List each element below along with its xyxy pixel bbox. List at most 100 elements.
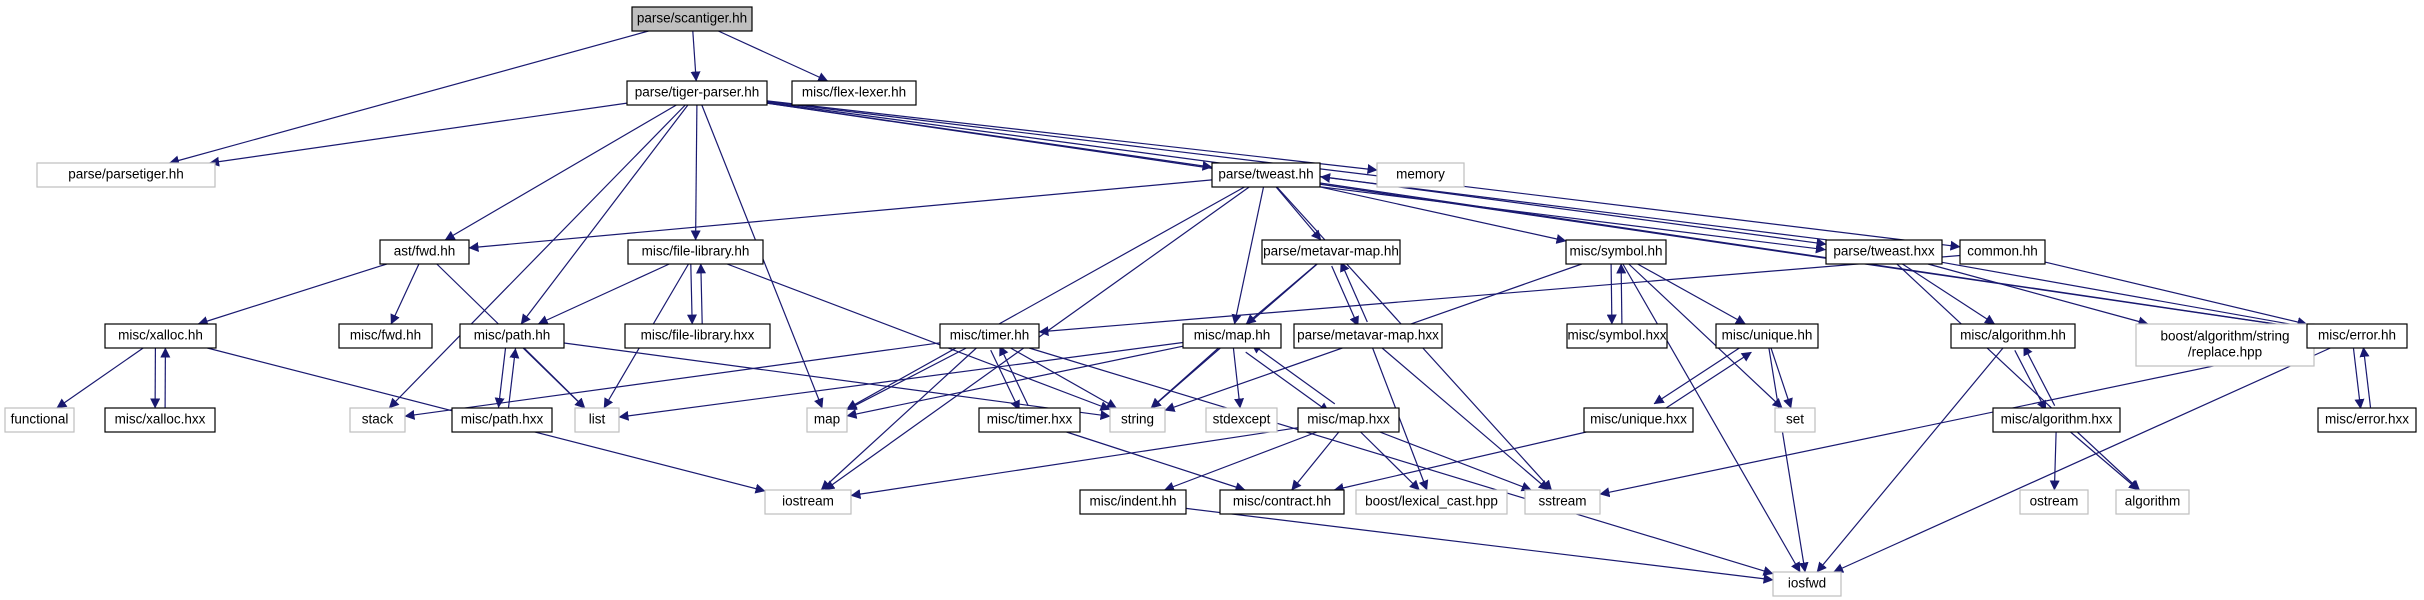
edge-algorithm_hh-to-algorithm_hxx (2014, 350, 2047, 411)
node-memory: memory (1376, 162, 1465, 188)
node-label: boost/lexical_cast.hpp (1365, 494, 1498, 509)
node-box (1205, 407, 1278, 433)
edge-error_hxx-to-error_hh (2359, 346, 2372, 408)
edge-line (846, 186, 1245, 410)
node-metavar-map-hxx[interactable]: parse/metavar-map.hxx (1293, 323, 1443, 349)
node-path-hh[interactable]: misc/path.hh (459, 323, 565, 349)
node-label: misc/indent.hh (1089, 494, 1176, 509)
node-label: parse/parsetiger.hh (68, 167, 184, 182)
node-box (631, 6, 753, 32)
edge-line (690, 30, 701, 82)
node-label: parse/metavar-map.hxx (1297, 328, 1439, 343)
edge-line (820, 347, 977, 491)
node-error-hh[interactable]: misc/error.hh (2306, 323, 2408, 349)
node-symbol-hh[interactable]: misc/symbol.hh (1565, 239, 1667, 265)
node-metavar-map-hh[interactable]: parse/metavar-map.hh (1261, 239, 1401, 265)
node-tiger-parser-hh[interactable]: parse/tiger-parser.hh (626, 80, 768, 106)
node-box (626, 80, 768, 106)
edge-error_hh-to-error_hxx (2352, 348, 2365, 410)
node-contract-hh[interactable]: misc/contract.hh (1219, 489, 1345, 515)
node-tweast-hh[interactable]: parse/tweast.hh (1211, 162, 1321, 188)
edge-tweast_hh-to-tweast_hxx (1319, 186, 1826, 254)
node-scantiger-hh[interactable]: parse/scantiger.hh (631, 6, 753, 32)
node-symbol-hxx[interactable]: misc/symbol.hxx (1566, 323, 1668, 349)
node-label: boost/algorithm/string (2160, 329, 2289, 344)
node-label: misc/timer.hxx (987, 412, 1073, 427)
edge-timer_hh-to-timer_hxx (990, 349, 1020, 411)
edge-map_hh-to-map_hxx (1245, 351, 1330, 413)
edge-line (999, 345, 1029, 407)
node-label: parse/metavar-map.hh (1263, 244, 1399, 259)
node-path-hxx[interactable]: misc/path.hxx (451, 407, 553, 433)
node-label: parse/tweast.hh (1218, 167, 1313, 182)
node-label: misc/path.hh (474, 328, 551, 343)
node-xalloc-hxx[interactable]: misc/xalloc.hxx (104, 407, 216, 433)
edge-line (2359, 346, 2372, 408)
edge-tweast_hh-to-map_hh (1231, 186, 1265, 325)
node-label: iosfwd (1788, 576, 1826, 591)
node-label: parse/tweast.hxx (1833, 244, 1935, 259)
edge-line (2023, 345, 2056, 406)
edge-line (1340, 261, 1368, 323)
node-box (978, 407, 1081, 433)
node-error-hxx[interactable]: misc/error.hxx (2317, 407, 2417, 433)
node-xalloc-hh[interactable]: misc/xalloc.hh (104, 323, 217, 349)
edge-tiger_parser_hh-to-parsetiger_hh (209, 102, 628, 167)
edge-line (1599, 345, 2308, 498)
node-indent-hh[interactable]: misc/indent.hh (1079, 489, 1187, 515)
edge-common_hh-to-error_hh (2044, 261, 2308, 327)
node-label: misc/algorithm.hh (1960, 328, 2066, 343)
node-file-library-hxx[interactable]: misc/file-library.hxx (624, 323, 771, 349)
node-box (1109, 407, 1166, 433)
edge-line (1245, 351, 1330, 413)
node-label: misc/unique.hxx (1590, 412, 1687, 427)
edge-line (1902, 263, 1996, 325)
node-common-hh[interactable]: common.hh (1959, 239, 2046, 265)
edge-line (1038, 254, 1961, 337)
node-label: misc/map.hh (1194, 328, 1271, 343)
nodes-layer: parse/scantiger.hh parse/tiger-parser.hh m… (4, 6, 2417, 597)
node-timer-hh[interactable]: misc/timer.hh (939, 323, 1040, 349)
node-label: common.hh (1967, 244, 2038, 259)
edge-line (850, 427, 1299, 500)
node-tweast-hxx[interactable]: parse/tweast.hxx (1825, 239, 1943, 265)
node-unique-hxx[interactable]: misc/unique.hxx (1583, 407, 1694, 433)
node-flex-lexer-hh[interactable]: misc/flex-lexer.hh (791, 80, 917, 106)
edge-line (404, 342, 941, 420)
edge-line (1164, 431, 1318, 492)
node-map-hxx[interactable]: misc/map.hxx (1297, 407, 1400, 433)
node-algorithm-hxx[interactable]: misc/algorithm.hxx (1992, 407, 2121, 433)
node-file-library-hh[interactable]: misc/file-library.hh (627, 239, 764, 265)
node-label: misc/algorithm.hxx (2001, 412, 2113, 427)
edge-tweast_hh-to-ast_fwd_hh (468, 179, 1213, 253)
node-map-hh[interactable]: misc/map.hh (1182, 323, 1282, 349)
node-iostream: iostream (764, 489, 852, 515)
edge-line (1927, 263, 2149, 327)
node-algorithm-hh[interactable]: misc/algorithm.hh (1950, 323, 2076, 349)
node-box (1376, 162, 1465, 188)
edge-tiger_parser_hh-to-file_library_hh (690, 104, 701, 241)
node-label: misc/xalloc.hh (118, 328, 203, 343)
node-misc-fwd-hh[interactable]: misc/fwd.hh (338, 323, 433, 349)
node-label: /replace.hpp (2188, 345, 2262, 360)
node-unique-hh[interactable]: misc/unique.hh (1715, 323, 1819, 349)
node-box (1959, 239, 2046, 265)
node-label: misc/flex-lexer.hh (802, 85, 906, 100)
node-timer-hxx[interactable]: misc/timer.hxx (978, 407, 1081, 433)
node-ast-fwd-hh[interactable]: ast/fwd.hh (379, 239, 470, 265)
edge-line (1381, 347, 1549, 491)
edge-line (1637, 263, 1746, 325)
node-box (574, 407, 620, 433)
node-box (349, 407, 406, 433)
edge-tiger_parser_hh-to-path_hh (520, 104, 689, 325)
node-boost-replace: boost/algorithm/string/replace.hpp (2135, 323, 2315, 367)
edge-line (1331, 265, 1359, 327)
node-box (2019, 489, 2089, 515)
edge-line (690, 104, 701, 241)
edge-scantiger_hh-to-flex_lexer_hh (718, 30, 829, 82)
edge-tiger_parser_hh-to-common_hh (766, 100, 1961, 251)
node-box (1293, 323, 1443, 349)
edge-line (444, 104, 677, 241)
edge-line (766, 100, 1961, 251)
node-sstream: sstream (1524, 489, 1601, 515)
